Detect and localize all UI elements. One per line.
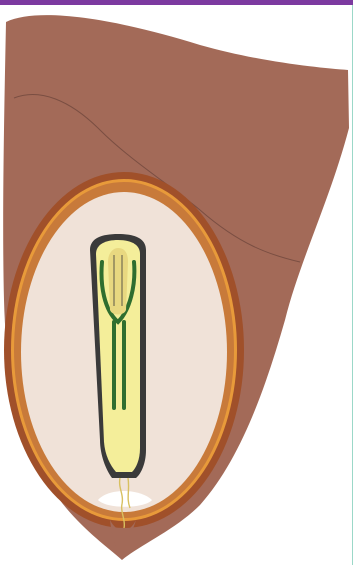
- plumule: [108, 248, 128, 315]
